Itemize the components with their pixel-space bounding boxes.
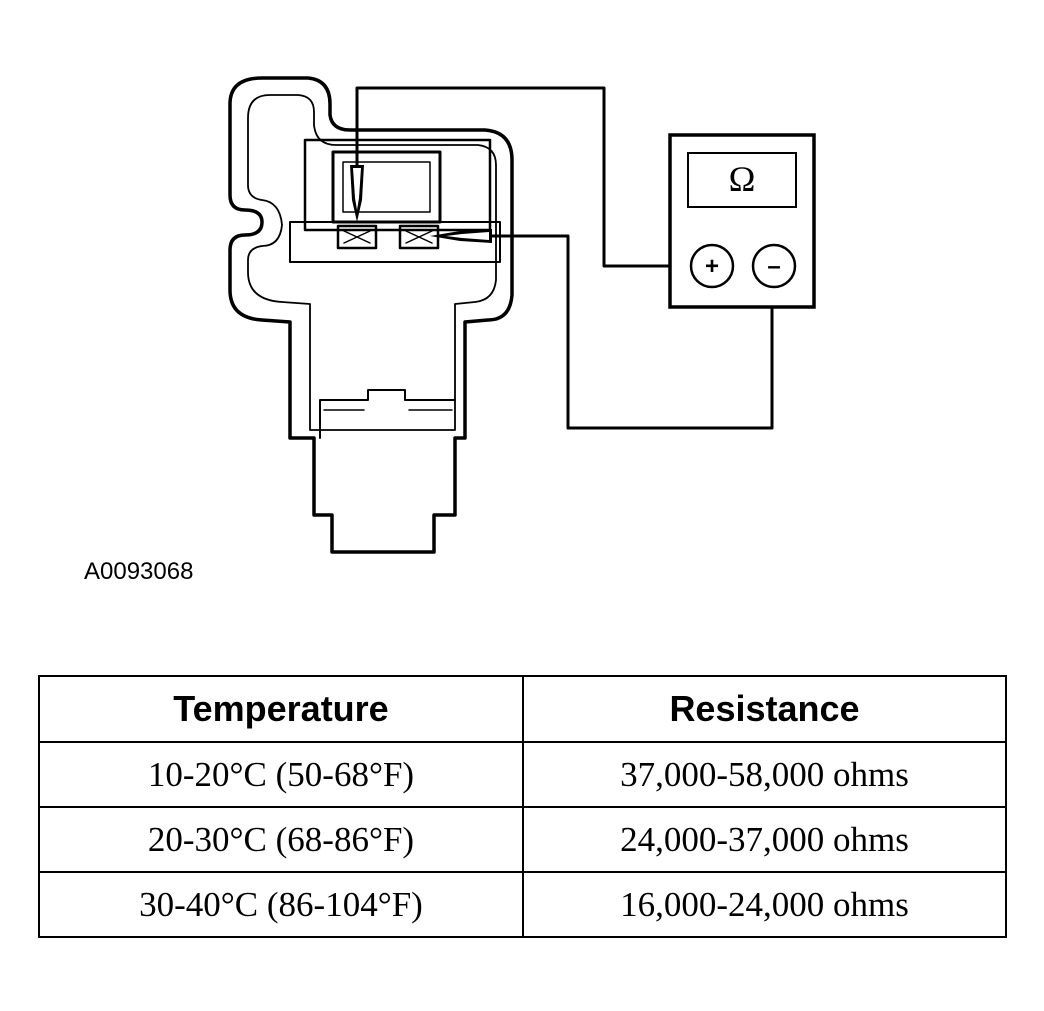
sensor-test-diagram: Ω + – <box>228 76 816 554</box>
terminal-left <box>336 224 378 250</box>
table-row: 10-20°C (50-68°F) 37,000-58,000 ohms <box>38 741 1007 808</box>
table-header-row: Temperature Resistance <box>38 675 1007 743</box>
ohm-symbol: Ω <box>729 159 756 199</box>
probe-lead-positive <box>355 86 692 268</box>
column-header-temperature: Temperature <box>38 675 524 743</box>
column-header-resistance: Resistance <box>522 675 1007 743</box>
sensor-neck-detail <box>319 389 456 439</box>
ohmmeter: Ω + – <box>668 133 816 309</box>
resistance-cell: 37,000-58,000 ohms <box>522 741 1007 808</box>
positive-terminal-label: + <box>705 253 719 280</box>
terminal-window <box>331 150 442 224</box>
figure-id: A0093068 <box>84 558 194 585</box>
table-row: 20-30°C (68-86°F) 24,000-37,000 ohms <box>38 806 1007 873</box>
probe-lead-negative <box>490 234 774 430</box>
resistance-cell: 24,000-37,000 ohms <box>522 806 1007 873</box>
temperature-cell: 30-40°C (86-104°F) <box>38 871 524 938</box>
resistance-cell: 16,000-24,000 ohms <box>522 871 1007 938</box>
resistance-spec-table: Temperature Resistance 10-20°C (50-68°F)… <box>38 675 1007 938</box>
table-row: 30-40°C (86-104°F) 16,000-24,000 ohms <box>38 871 1007 938</box>
connector-cavity <box>289 221 501 263</box>
positive-terminal <box>689 243 735 289</box>
negative-terminal-label: – <box>767 253 780 280</box>
terminal-window-inner <box>342 161 431 213</box>
probe-tip-positive <box>350 165 364 222</box>
temperature-cell: 10-20°C (50-68°F) <box>38 741 524 808</box>
negative-terminal <box>751 243 797 289</box>
sensor-housing-outer <box>228 76 514 554</box>
ohmmeter-display <box>687 152 797 208</box>
temperature-cell: 20-30°C (68-86°F) <box>38 806 524 873</box>
sensor-housing-inner <box>247 94 497 431</box>
probe-tip-negative <box>430 229 492 243</box>
